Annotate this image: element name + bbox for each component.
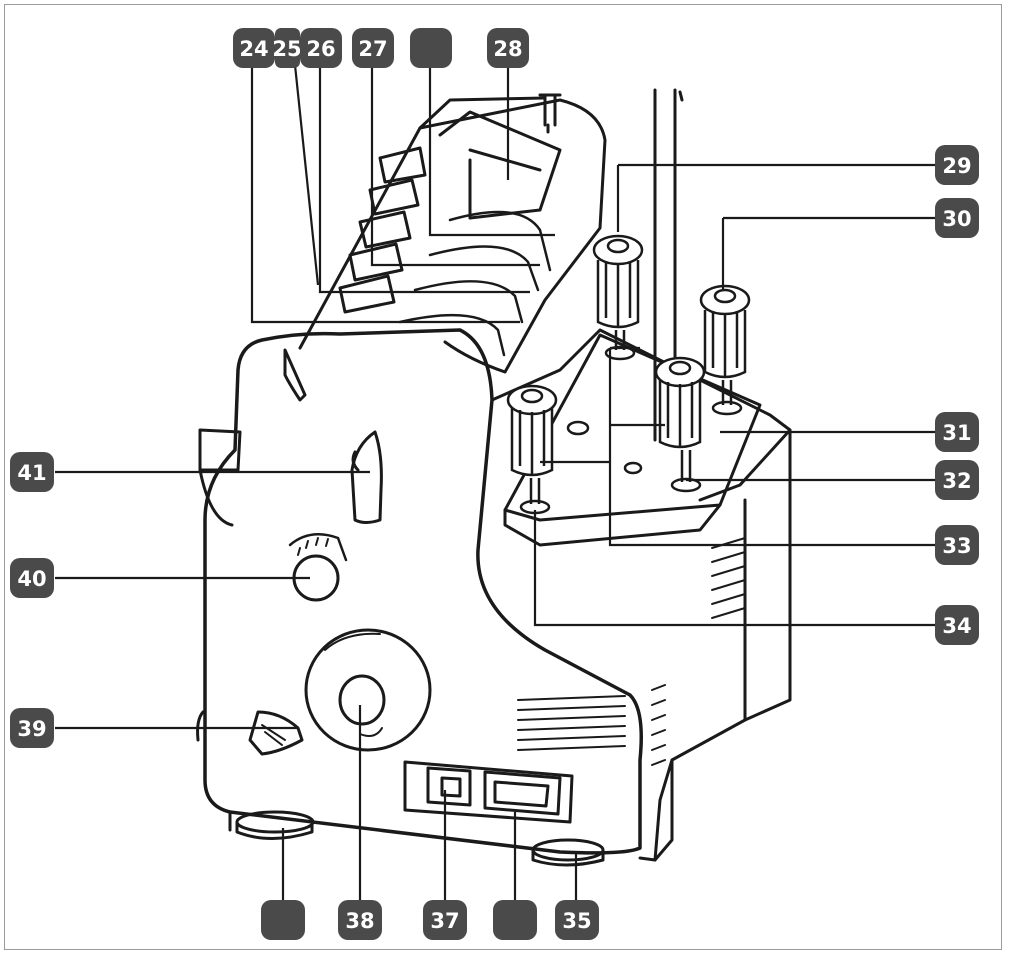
badge-30: 30 — [935, 198, 979, 238]
svg-text:38: 38 — [345, 909, 374, 933]
badge-24: 24 — [233, 28, 275, 68]
badge-39: 39 — [10, 708, 54, 748]
spool-hole — [623, 461, 643, 475]
leader-33 — [540, 346, 955, 547]
badge-34: 34 — [935, 605, 979, 645]
badge-32: 32 — [935, 460, 979, 500]
leader-lines — [55, 64, 955, 905]
badge-26: 26 — [300, 28, 342, 68]
svg-text:25: 25 — [272, 37, 301, 61]
svg-text:29: 29 — [942, 154, 971, 178]
callout-badges: 24 25 26 27 28 29 30 — [10, 28, 979, 940]
figure-frame — [4, 4, 1002, 950]
svg-text:24: 24 — [239, 37, 268, 61]
badge-33: 33 — [935, 525, 979, 565]
badge-28: 28 — [487, 28, 529, 68]
leader-34 — [533, 510, 955, 627]
spool-hole — [566, 420, 590, 436]
svg-text:37: 37 — [430, 909, 459, 933]
leader-26 — [318, 65, 530, 294]
badge-27: 27 — [352, 28, 394, 68]
badge-35: 35 — [555, 900, 599, 940]
machine-body — [196, 88, 792, 867]
badge-29: 29 — [935, 145, 979, 185]
spool-pins — [506, 234, 751, 515]
badge-41: 41 — [10, 452, 54, 492]
badge-blank-top — [410, 28, 452, 68]
svg-text:27: 27 — [358, 37, 387, 61]
svg-text:39: 39 — [17, 717, 46, 741]
leader-blank-top — [428, 65, 555, 237]
leader-29 — [616, 163, 955, 232]
badge-40: 40 — [10, 558, 54, 598]
badge-25: 25 — [272, 28, 302, 68]
leader-30 — [721, 216, 955, 290]
leader-24 — [250, 65, 520, 324]
svg-text:40: 40 — [17, 567, 46, 591]
badge-31: 31 — [935, 412, 979, 452]
svg-text:30: 30 — [942, 207, 971, 231]
spool-pin-34 — [506, 384, 558, 515]
leader-27 — [370, 65, 540, 267]
spool-pin-32 — [654, 356, 706, 493]
spool-pin-29 — [592, 234, 644, 361]
svg-text:33: 33 — [942, 534, 971, 558]
svg-text:41: 41 — [17, 461, 46, 485]
badge-38: 38 — [338, 900, 382, 940]
badge-36 — [493, 900, 537, 940]
svg-text:26: 26 — [306, 37, 335, 61]
badge-blank-bottom — [261, 900, 305, 940]
spool-pin-30 — [699, 284, 751, 416]
svg-text:35: 35 — [562, 909, 591, 933]
badge-37: 37 — [423, 900, 467, 940]
svg-text:28: 28 — [493, 37, 522, 61]
svg-text:32: 32 — [942, 469, 971, 493]
svg-text:31: 31 — [942, 421, 971, 445]
svg-text:34: 34 — [942, 614, 971, 638]
